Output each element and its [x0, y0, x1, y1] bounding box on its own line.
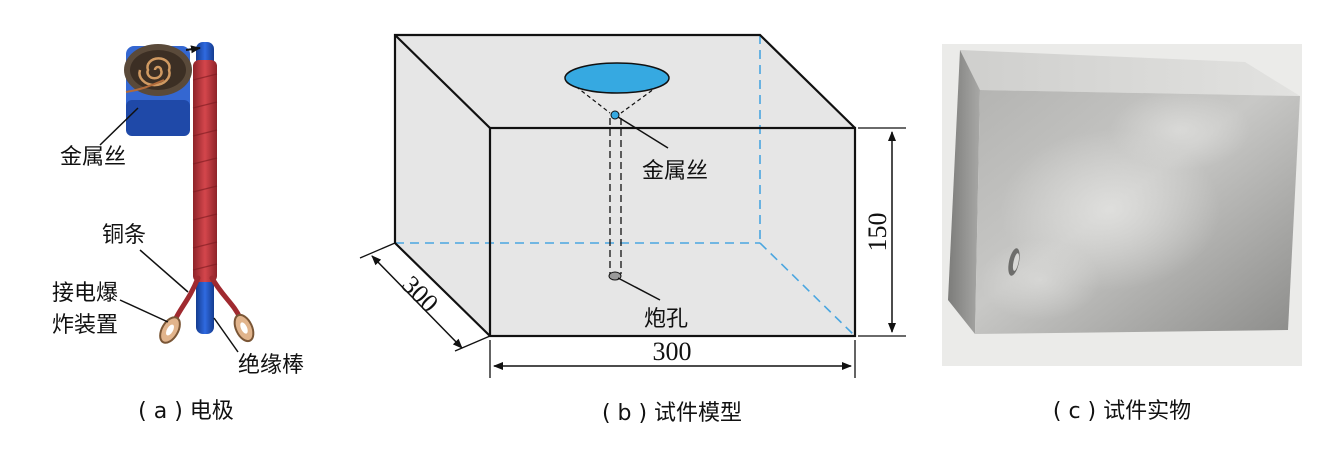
copper-strip-wrap — [193, 60, 217, 282]
label-copper-strip: 铜条 — [102, 223, 146, 248]
panel-c-specimen-photo: ( c ) 试件实物 — [942, 44, 1302, 424]
panel-a-electrode: 金属丝 铜条 接电爆 炸装置 绝缘棒 ( a ) 电极 — [52, 42, 304, 424]
label-detonator-line1: 接电爆 — [52, 281, 118, 306]
wrap-stripes — [192, 73, 218, 271]
label-wire-b: 金属丝 — [642, 159, 708, 184]
borehole-opening — [564, 62, 670, 94]
leader-insulating-rod — [213, 317, 239, 353]
dimension-length: 300 — [489, 337, 856, 378]
label-borehole: 炮孔 — [644, 307, 688, 332]
dim-height-value: 150 — [863, 213, 892, 252]
hidden-edges — [395, 35, 856, 337]
dimension-height: 150 — [858, 127, 906, 337]
borehole — [564, 62, 670, 281]
block-left — [948, 50, 980, 334]
caption-c: ( c ) 试件实物 — [1053, 399, 1191, 424]
lead-wire-left — [173, 275, 201, 321]
dim-length-value: 300 — [653, 337, 692, 366]
label-wire-a: 金属丝 — [60, 145, 126, 170]
wire-dot — [610, 110, 620, 120]
label-insulating-rod: 绝缘棒 — [238, 353, 304, 378]
leader-wire — [99, 107, 139, 146]
panel-b-specimen-model: 金属丝 炮孔 300 150 300 ( b ) 试件模型 — [359, 33, 906, 426]
block-top — [960, 50, 1300, 96]
wire-tip-inset — [124, 44, 192, 136]
cube-front-face — [490, 128, 855, 336]
leader-copper-strip — [139, 249, 189, 293]
caption-b: ( b ) 试件模型 — [602, 401, 742, 426]
label-detonator-line2: 炸装置 — [52, 313, 118, 338]
lead-wire-right — [209, 275, 243, 321]
caption-a: ( a ) 电极 — [138, 399, 234, 424]
spiral-wire-icon — [138, 57, 171, 87]
leader-detonator — [119, 299, 169, 323]
